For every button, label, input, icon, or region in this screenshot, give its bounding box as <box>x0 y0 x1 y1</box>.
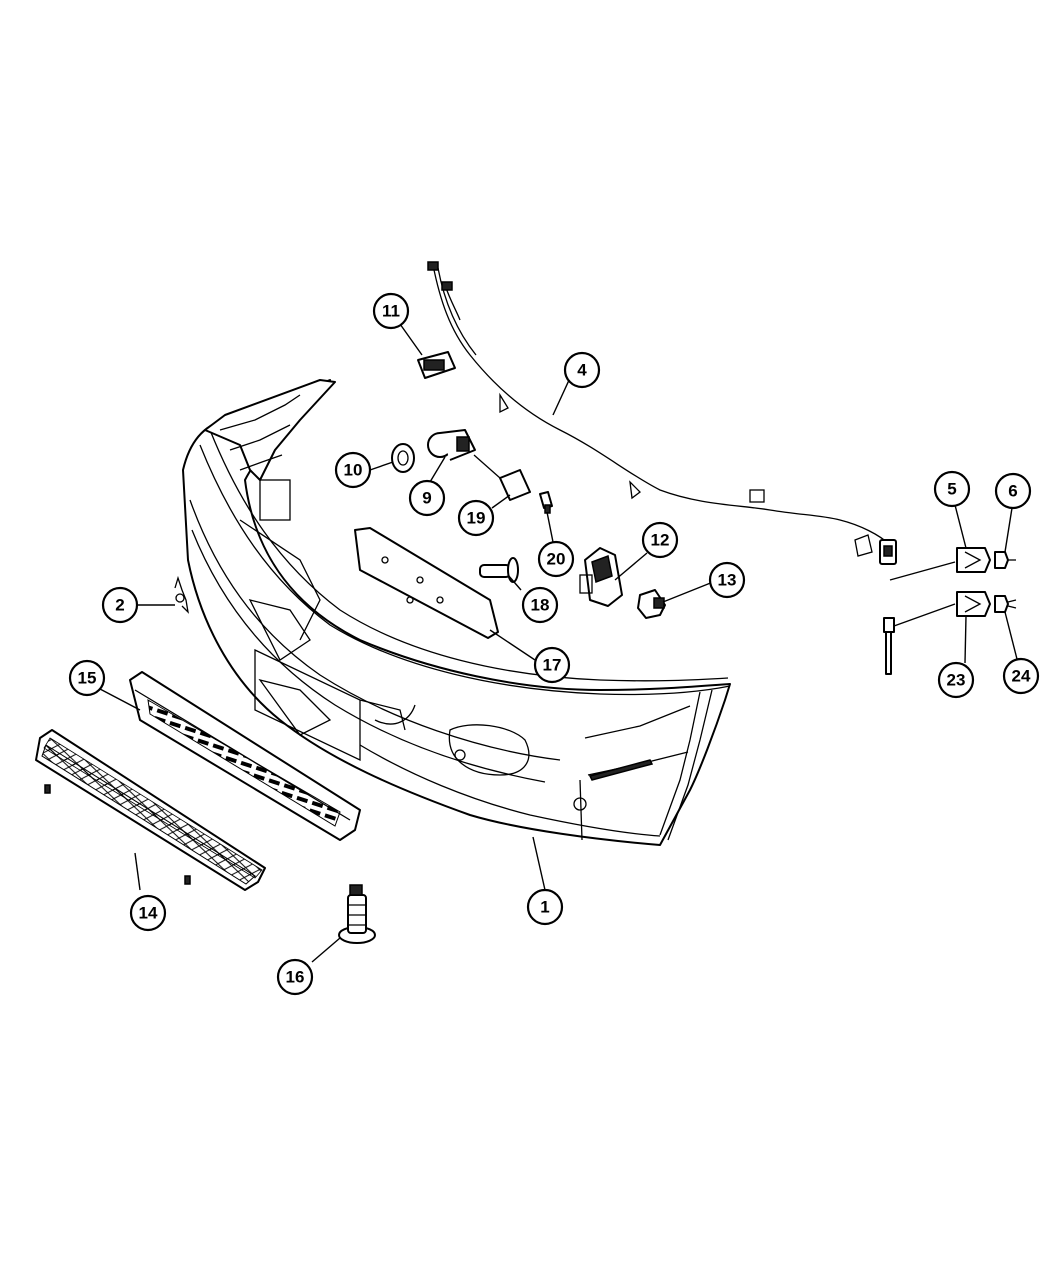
callout-10: 10 <box>334 451 372 489</box>
callout-label: 24 <box>1012 667 1031 686</box>
license-bracket-part <box>354 527 499 639</box>
callout-label: 6 <box>1008 482 1017 501</box>
callout-24: 24 <box>1002 657 1040 695</box>
clip-part <box>174 575 189 614</box>
callout-label: 12 <box>651 531 670 550</box>
grille-carrier-part <box>129 671 361 841</box>
callout-label: 15 <box>78 669 97 688</box>
callout-2: 2 <box>101 586 139 624</box>
bulb-part <box>637 589 666 619</box>
connector-23-part <box>956 591 991 617</box>
callout-label: 1 <box>540 898 549 917</box>
callout-label: 5 <box>947 480 956 499</box>
wiring-harness-part <box>427 261 897 565</box>
grommet-part <box>391 443 415 473</box>
callout-12: 12 <box>641 521 679 559</box>
callout-label: 13 <box>718 571 737 590</box>
callout-label: 10 <box>344 461 363 480</box>
callout-label: 2 <box>115 596 124 615</box>
callout-1: 1 <box>526 888 564 926</box>
callout-13: 13 <box>708 561 746 599</box>
callout-14: 14 <box>129 894 167 932</box>
callout-4: 4 <box>563 351 601 389</box>
callout-5: 5 <box>933 470 971 508</box>
fog-lamp-bracket-part <box>579 547 623 607</box>
callout-label: 18 <box>531 596 550 615</box>
callout-label: 20 <box>547 550 566 569</box>
callout-label: 17 <box>543 656 562 675</box>
callout-label: 16 <box>286 968 305 987</box>
callout-label: 4 <box>577 361 587 380</box>
callout-17: 17 <box>533 646 571 684</box>
grille-mesh-part <box>35 729 266 891</box>
callout-label: 9 <box>422 489 431 508</box>
callout-label: 23 <box>947 671 966 690</box>
callout-20: 20 <box>537 540 575 578</box>
callout-label: 19 <box>467 509 486 528</box>
callout-9: 9 <box>408 479 446 517</box>
push-pin-part <box>338 884 376 944</box>
park-sensor-part <box>427 429 476 461</box>
callout-19: 19 <box>457 499 495 537</box>
callout-18: 18 <box>521 586 559 624</box>
callout-label: 14 <box>139 904 158 923</box>
module-part <box>417 351 456 379</box>
callout-label: 11 <box>382 302 400 321</box>
callout-6: 6 <box>994 472 1032 510</box>
bolt-part <box>479 557 519 583</box>
callout-11: 11 <box>372 292 410 330</box>
leader-lines <box>99 323 1019 963</box>
sensor-retainer-part <box>473 454 531 501</box>
terminal-6-part <box>994 551 1016 569</box>
terminal-24-part <box>994 595 1017 613</box>
callout-16: 16 <box>276 958 314 996</box>
connector-5-part <box>956 547 991 573</box>
callout-15: 15 <box>68 659 106 697</box>
cable-tie-part <box>883 617 895 675</box>
callout-23: 23 <box>937 661 975 699</box>
pin-part <box>539 491 553 514</box>
bumper-fascia-part <box>182 379 731 846</box>
